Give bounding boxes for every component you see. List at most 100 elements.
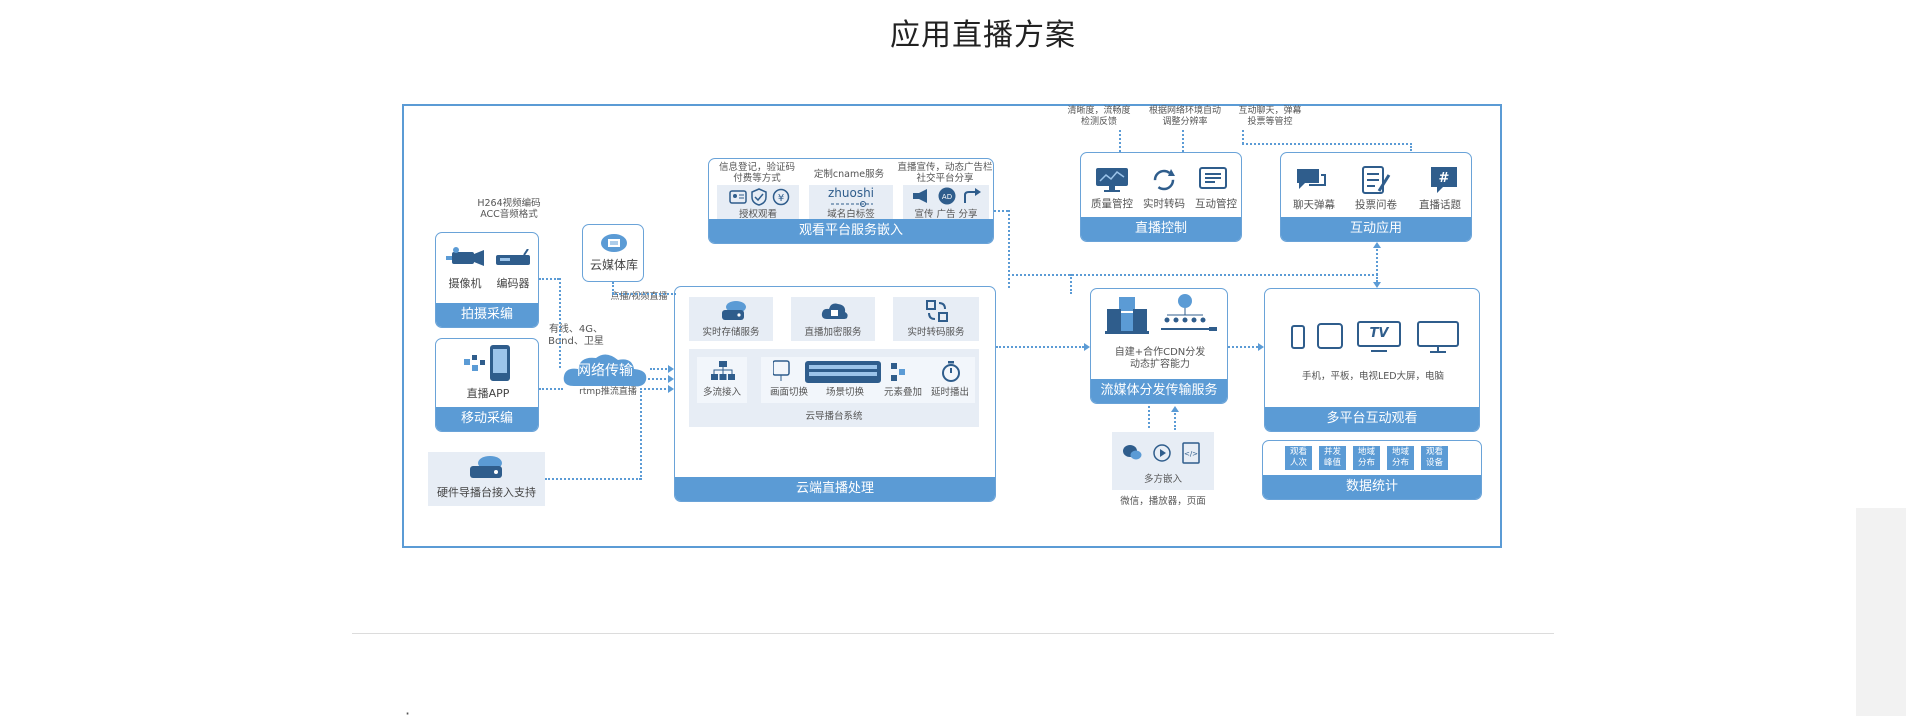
distribution-tree-icon: [1161, 294, 1217, 331]
mobile-box: 直播APP 移动采编: [435, 338, 539, 432]
player-icon: [1153, 444, 1171, 462]
multi-stream-icon: [711, 361, 735, 380]
phone-device-icon: [1291, 325, 1305, 349]
cloud-box: 实时存储服务 直播加密服务 实时转码服务 多流接入 画面切换 场景切换 元素叠加: [674, 286, 996, 502]
sync-icon: [1153, 169, 1175, 191]
svg-text:</>: </>: [1184, 450, 1198, 458]
control-box: 质量管控 实时转码 互动管控 直播控制: [1080, 152, 1242, 242]
control-note-1: 清晰度，流畅度 检测反馈: [1067, 106, 1131, 127]
timer-icon: [942, 361, 960, 382]
storage-icon: [722, 301, 746, 320]
hashtag-icon: #: [1431, 167, 1457, 193]
interactive-box: # 聊天弹幕 投票问卷 直播话题 互动应用: [1280, 152, 1472, 242]
embed-multi-box: </> 多方嵌入: [1112, 432, 1214, 490]
delay-label: 延时播出: [930, 387, 969, 398]
media-library-box: 云媒体库: [582, 224, 644, 282]
cdn-title: 流媒体分发传输服务: [1091, 379, 1227, 403]
director-panel: 多流接入 画面切换 场景切换 元素叠加 延时播出 云导播台系统: [689, 349, 979, 427]
auth-panel: ¥ 授权观看: [717, 185, 799, 221]
camera-icon: [446, 247, 484, 266]
devices-label: 手机，平板，电视LED大屏，电脑: [1301, 371, 1445, 382]
network-note: 有线、4G、 Bond、卫星: [548, 324, 604, 347]
network-cloud: [563, 354, 647, 387]
ad-icon: AD: [938, 187, 956, 205]
stats-box: 观看 人次 并发 峰值 地域 分布 地域 分布 观看 设备 数据统计: [1262, 440, 1482, 500]
scissors-icon: [831, 201, 873, 207]
hardware-title: 硬件导播台接入支持: [437, 486, 536, 499]
mobile-title: 移动采编: [436, 407, 538, 431]
capture-title: 拍摄采编: [436, 303, 538, 327]
transcode-icon: [926, 300, 948, 322]
cloud-database-icon: [601, 234, 627, 252]
interactive-title: 互动应用: [1281, 217, 1471, 241]
embed-note-1: 信息登记，验证码 付费等方式: [718, 162, 795, 184]
tablet-icon: [1317, 323, 1343, 349]
multi-platform-box: TV 手机，平板，电视LED大屏，电脑 多平台互动观看: [1264, 288, 1480, 432]
promo-label: 宣传 广告 分享: [914, 209, 978, 220]
switcher-icon: [773, 360, 905, 383]
control-title: 直播控制: [1081, 217, 1241, 241]
chat-label: 聊天弹幕: [1293, 199, 1335, 211]
list-panel-icon: [1199, 167, 1227, 189]
chat-icon: [1297, 169, 1326, 189]
domain-panel: zhuoshi 域名白标签: [809, 185, 893, 221]
next-section-text: ·: [405, 704, 411, 723]
encrypt-panel: 直播加密服务: [791, 297, 875, 341]
survey-label: 投票问卷: [1355, 199, 1397, 211]
embed-multi-label: 多方嵌入: [1143, 474, 1182, 485]
scene-cut-label: 画面切换: [769, 387, 808, 398]
control-note-2: 根据网络环境自动 调整分辨率: [1148, 106, 1221, 127]
tv-icon: [1357, 321, 1401, 352]
scene-switch-label: 场景切换: [825, 387, 864, 398]
media-library-title: 云媒体库: [589, 258, 638, 272]
cloud-title: 云端直播处理: [675, 477, 995, 501]
zhuoshi-brand: zhuoshi: [827, 186, 875, 200]
mobile-app-label: 直播APP: [466, 387, 510, 400]
id-card-icon: [729, 190, 747, 204]
scrollbar-track[interactable]: [1856, 508, 1906, 716]
tv-text: TV: [1369, 326, 1389, 341]
topic-label: 直播话题: [1419, 199, 1461, 211]
camera-label: 摄像机: [448, 277, 482, 290]
promo-panel: AD 宣传 广告 分享: [903, 185, 989, 221]
page-title: 应用直播方案: [890, 18, 1076, 53]
architecture-diagram: H264视频编码 ACC音频格式 摄像机 编码器 拍摄采编 直播APP 移动采编…: [402, 104, 1502, 548]
embed-service-box: 信息登记，验证码 付费等方式 定制cname服务 直播宣传，动态广告栏 社交平台…: [708, 158, 994, 244]
code-page-icon: </>: [1182, 442, 1200, 464]
interaction-control-label: 互动管控: [1195, 198, 1237, 210]
storage-panel: 实时存储服务: [689, 297, 773, 341]
svg-text:¥: ¥: [778, 193, 784, 204]
overlay-label: 元素叠加: [883, 387, 922, 398]
quality-label: 质量管控: [1091, 198, 1133, 210]
survey-icon: [1362, 166, 1391, 194]
svg-text:AD: AD: [942, 193, 952, 201]
director-title: 云导播台系统: [805, 411, 863, 422]
cloud-server-icon: [470, 456, 502, 478]
desktop-icon: [1417, 321, 1459, 353]
share-icon: [964, 188, 981, 203]
server-cluster-icon: [1105, 297, 1149, 334]
cdn-box: 自建+合作CDN分发 动态扩容能力 流媒体分发传输服务: [1090, 288, 1228, 404]
media-library-note: 点播/视频直播: [610, 292, 668, 302]
stat-devices: 观看 设备: [1421, 446, 1448, 470]
phone-icon: [464, 345, 510, 381]
embed-multi-note: 微信，播放器，页面: [1120, 496, 1206, 507]
divider: [352, 633, 1554, 634]
embed-service-title: 观看平台服务嵌入: [709, 219, 993, 243]
stat-region-1: 地域 分布: [1353, 446, 1380, 470]
multi-platform-title: 多平台互动观看: [1265, 407, 1479, 431]
network-rtmp: rtmp推流直播: [579, 387, 637, 397]
svg-text:#: #: [1439, 171, 1450, 186]
encoder-label: 编码器: [496, 277, 530, 290]
control-note-3: 互动聊天，弹幕 投票等管控: [1238, 106, 1302, 127]
realtime-transcode-label: 实时转码: [1143, 198, 1185, 210]
wechat-icon: [1123, 445, 1142, 460]
storage-label: 实时存储服务: [702, 327, 760, 338]
monitor-chart-icon: [1096, 168, 1128, 192]
auth-label: 授权观看: [738, 209, 777, 220]
yen-icon: ¥: [772, 188, 790, 206]
encoder-icon: [496, 249, 530, 265]
embed-note-3: 直播宣传，动态广告栏 社交平台分享: [897, 162, 993, 184]
capture-box: 摄像机 编码器 拍摄采编: [435, 232, 539, 328]
multi-stream-label: 多流接入: [702, 387, 741, 398]
